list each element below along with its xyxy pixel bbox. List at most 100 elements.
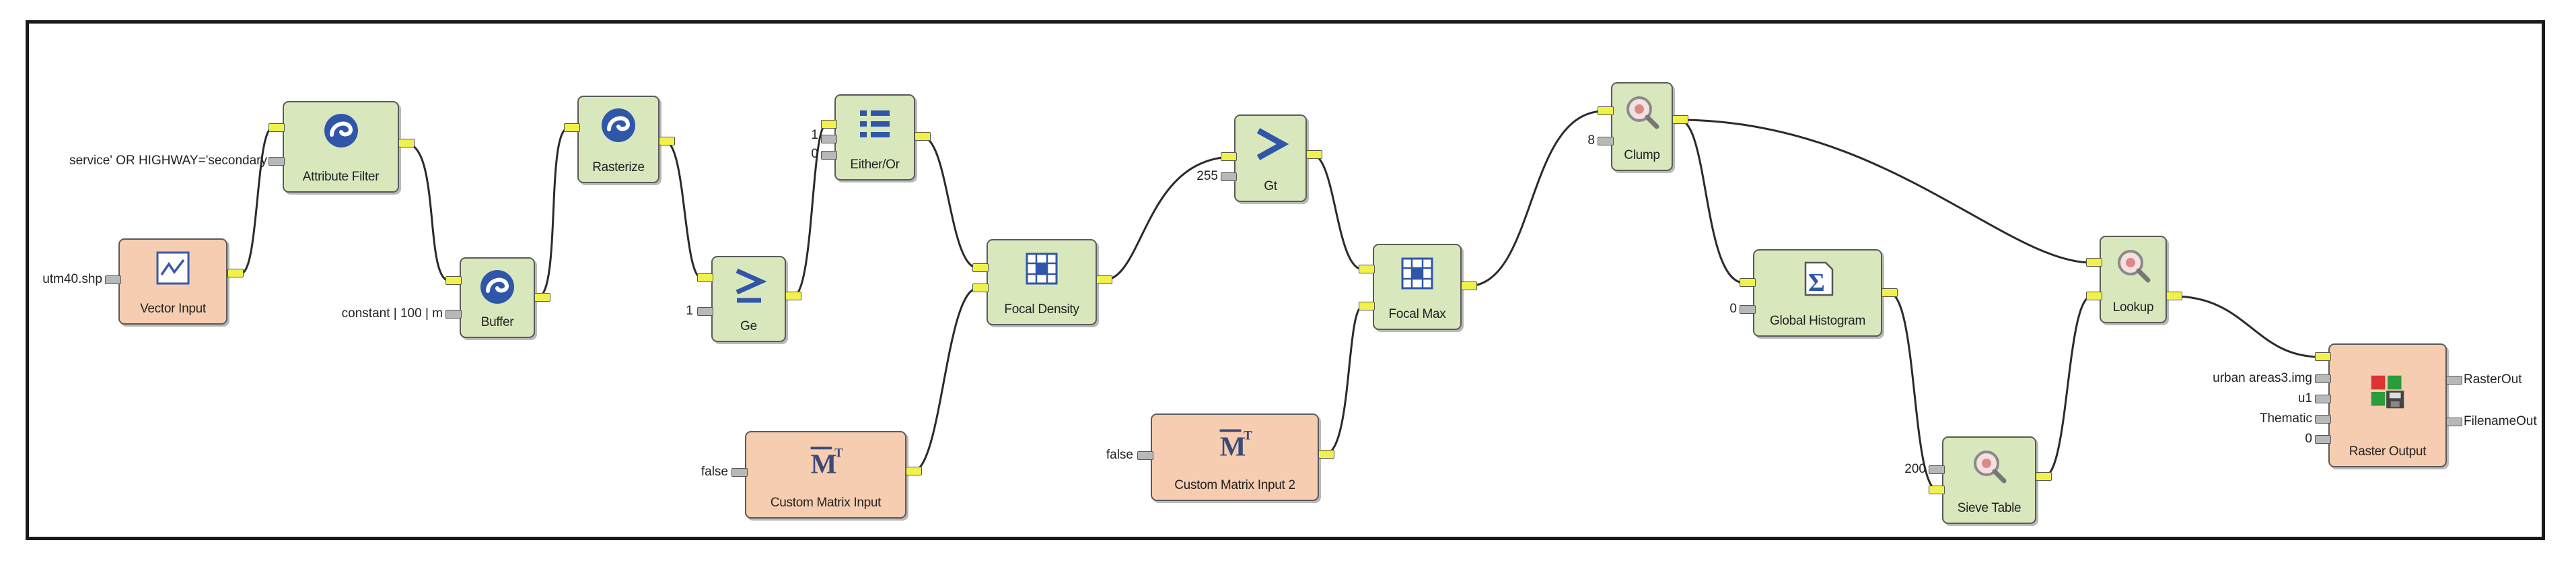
port-clump-out[interactable] xyxy=(1672,115,1688,124)
node-rasterize[interactable]: Rasterize xyxy=(577,96,659,183)
port-vector-out[interactable] xyxy=(227,269,244,277)
grid-icon xyxy=(1398,255,1436,292)
port-ge-value[interactable] xyxy=(697,307,713,316)
raster-save-icon xyxy=(2369,373,2406,411)
buffer-distance-label: constant | 100 | m xyxy=(341,306,443,321)
node-focal-max[interactable]: Focal Max xyxy=(1373,244,1462,330)
port-buffer-out[interactable] xyxy=(534,293,550,302)
port-out-name[interactable] xyxy=(2315,395,2331,403)
grid-icon xyxy=(1023,250,1061,288)
magnifier-icon xyxy=(2114,246,2152,284)
either-b-label: 0 xyxy=(811,147,818,161)
port-matrix-out[interactable] xyxy=(906,467,922,475)
sigma-icon: Σ xyxy=(1799,260,1836,298)
port-either-out[interactable] xyxy=(915,132,931,141)
swirl-icon xyxy=(478,268,516,306)
port-rasterize-in[interactable] xyxy=(564,123,580,132)
port-sieve-value[interactable] xyxy=(1929,465,1945,474)
node-lookup[interactable]: Lookup xyxy=(2100,236,2167,323)
node-label: Ge xyxy=(740,319,757,333)
port-ge-out[interactable] xyxy=(785,292,801,300)
node-buffer[interactable]: Buffer xyxy=(460,257,535,338)
port-clump-value[interactable] xyxy=(1598,137,1614,145)
port-focaldensity-out[interactable] xyxy=(1096,275,1112,284)
port-either-b[interactable] xyxy=(821,151,837,160)
node-global-histogram[interactable]: Σ Global Histogram xyxy=(1753,249,1882,337)
out-zero-label: 0 xyxy=(2305,432,2312,446)
wire-vector-to-attrfilter xyxy=(240,127,273,275)
node-label: Lookup xyxy=(2112,300,2154,314)
matrix-flag-label: false xyxy=(701,465,728,479)
port-sieve-out[interactable] xyxy=(2036,472,2052,481)
port-attrfilter-expr[interactable] xyxy=(269,157,285,166)
port-lookup-out[interactable] xyxy=(2166,292,2182,300)
greater-equal-icon xyxy=(730,267,768,304)
port-clump-in[interactable] xyxy=(1598,106,1614,115)
matrix2-flag-label: false xyxy=(1106,448,1133,462)
wire-clump-to-lookup xyxy=(1678,119,2092,264)
node-ge[interactable]: Ge xyxy=(711,256,786,342)
port-either-in[interactable] xyxy=(821,120,837,129)
port-rasteroutput-in[interactable] xyxy=(2315,352,2331,361)
port-vector-file[interactable] xyxy=(105,275,121,284)
node-focal-density[interactable]: Focal Density xyxy=(987,239,1097,325)
port-histogram-out[interactable] xyxy=(1882,288,1898,297)
swirl-icon xyxy=(600,106,637,144)
port-gt-out[interactable] xyxy=(1306,150,1322,159)
wire-sieve-to-lookup xyxy=(2043,295,2092,478)
port-matrix2-out[interactable] xyxy=(1318,450,1334,459)
gt-value-label: 255 xyxy=(1196,169,1218,183)
port-rasterize-out[interactable] xyxy=(659,137,675,145)
port-lookup-in[interactable] xyxy=(2086,258,2102,267)
port-histogram-value[interactable] xyxy=(1740,305,1756,314)
node-attribute-filter[interactable]: Attribute Filter xyxy=(283,101,399,193)
line-graph-icon xyxy=(154,249,192,287)
port-focalmax-in[interactable] xyxy=(1359,265,1375,273)
node-either-or[interactable]: Either/Or xyxy=(834,94,915,180)
wire-lookup-to-rasteroutput xyxy=(2173,295,2321,358)
svg-text:M: M xyxy=(1220,431,1246,462)
port-histogram-in[interactable] xyxy=(1740,278,1756,287)
port-sieve-in[interactable] xyxy=(1929,486,1945,494)
histogram-value-label: 0 xyxy=(1729,302,1737,316)
port-focalmax-matrix[interactable] xyxy=(1359,302,1375,310)
port-focaldensity-matrix[interactable] xyxy=(972,284,989,292)
port-filename-out[interactable] xyxy=(2446,418,2462,426)
node-label: Custom Matrix Input xyxy=(770,496,882,510)
sieve-value-label: 200 xyxy=(1904,462,1926,476)
port-matrix2-flag[interactable] xyxy=(1137,451,1153,460)
node-label: Focal Density xyxy=(1004,302,1079,317)
magnifier-icon xyxy=(1623,93,1661,131)
port-buffer-in[interactable] xyxy=(445,276,462,285)
port-out-file[interactable] xyxy=(2315,374,2331,383)
port-focalmax-out[interactable] xyxy=(1461,282,1477,290)
port-attrfilter-out[interactable] xyxy=(398,139,415,147)
wire-matrix2-to-focalmax xyxy=(1324,305,1363,456)
port-out-type[interactable] xyxy=(2315,415,2331,424)
port-focaldensity-in[interactable] xyxy=(972,263,989,272)
port-ge-in[interactable] xyxy=(697,273,713,282)
port-either-a[interactable] xyxy=(821,135,837,143)
port-gt-value[interactable] xyxy=(1221,172,1237,181)
wire-attrfilter-to-buffer xyxy=(405,142,450,282)
node-sieve-table[interactable]: Sieve Table xyxy=(1942,436,2036,524)
node-label: Focal Max xyxy=(1388,307,1446,321)
node-label: Buffer xyxy=(480,315,514,329)
node-vector-input[interactable]: Vector Input xyxy=(118,238,227,325)
port-out-zero[interactable] xyxy=(2315,435,2331,444)
node-raster-output[interactable]: Raster Output xyxy=(2328,343,2447,467)
svg-text:T: T xyxy=(834,446,843,460)
node-gt[interactable]: Gt xyxy=(1234,114,1307,202)
node-label: Clump xyxy=(1624,148,1660,162)
node-clump[interactable]: Clump xyxy=(1611,82,1673,171)
node-label: Rasterize xyxy=(592,160,645,174)
port-raster-out[interactable] xyxy=(2446,376,2462,385)
port-gt-in[interactable] xyxy=(1221,152,1237,161)
port-matrix-flag[interactable] xyxy=(731,468,748,477)
port-buffer-dist[interactable] xyxy=(445,310,462,319)
port-attrfilter-in[interactable] xyxy=(269,123,285,132)
port-lookup-table[interactable] xyxy=(2086,292,2102,300)
